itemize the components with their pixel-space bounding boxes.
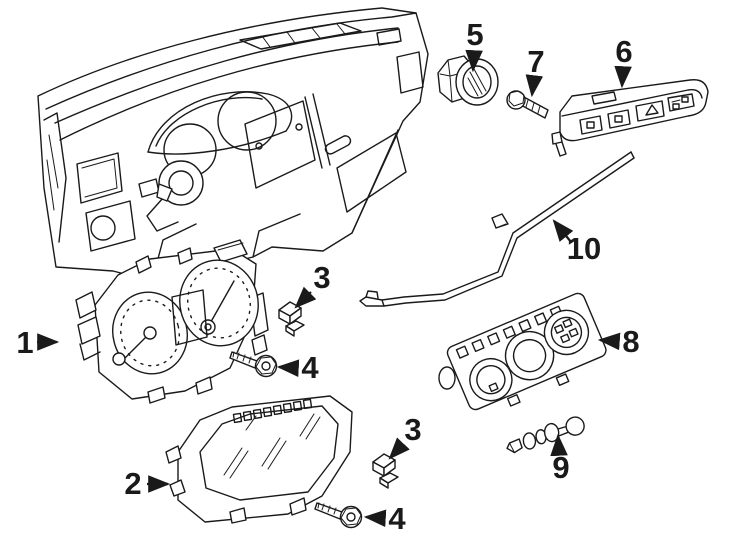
switch-buttons xyxy=(579,93,695,135)
callout-9-arrow xyxy=(550,433,568,457)
reinforcement-rod-part xyxy=(359,151,635,307)
callout-4-upper-label: 4 xyxy=(301,350,319,385)
damper-pin-part xyxy=(506,416,585,454)
callout-3-upper: 3 xyxy=(294,260,331,309)
display-screen xyxy=(199,405,339,501)
steering-column xyxy=(138,160,204,232)
callout-7-label: 7 xyxy=(527,44,544,79)
mounting-screw-lower-part xyxy=(314,502,363,529)
callout-5: 5 xyxy=(465,17,484,73)
callout-4-lower-arrow xyxy=(363,509,387,528)
climate-control-part xyxy=(438,292,607,411)
callout-9: 9 xyxy=(550,433,570,485)
switch-panel-part xyxy=(551,79,709,157)
callout-7: 7 xyxy=(525,44,545,98)
callout-10-arrow xyxy=(552,219,574,243)
callout-2: 2 xyxy=(124,466,171,501)
callout-4-lower: 4 xyxy=(363,501,406,536)
callout-6-label: 6 xyxy=(615,34,632,69)
callout-1-label: 1 xyxy=(16,325,33,360)
callout-8-label: 8 xyxy=(622,324,639,359)
callout-7-arrow xyxy=(525,74,544,98)
callout-2-label: 2 xyxy=(124,466,141,501)
retainer-clip-upper-part xyxy=(278,301,305,337)
hazard-triangle-icon xyxy=(645,104,659,116)
right-gauge xyxy=(179,259,259,347)
instrument-cluster-part xyxy=(75,239,269,404)
callout-10: 10 xyxy=(552,219,601,266)
mounting-screw-upper-part xyxy=(229,351,278,378)
display-cluster-part xyxy=(165,395,353,524)
callout-4-upper-arrow xyxy=(276,359,300,377)
callout-1: 1 xyxy=(16,325,60,360)
callout-3-lower-label: 3 xyxy=(404,412,421,447)
bolt-part xyxy=(506,90,549,119)
callout-3-lower-arrow xyxy=(388,437,410,460)
callout-5-label: 5 xyxy=(466,17,483,52)
callout-4-lower-label: 4 xyxy=(388,501,406,536)
callout-8-arrow xyxy=(597,332,621,351)
callout-8: 8 xyxy=(597,324,640,359)
headlamp-switch-part xyxy=(437,55,499,106)
callout-9-label: 9 xyxy=(552,450,569,485)
climate-left-knob xyxy=(469,357,513,402)
callouts: 1 2 3 4 3 4 5 6 xyxy=(16,17,639,536)
callout-6-arrow xyxy=(614,65,632,89)
climate-top-buttons xyxy=(455,305,563,359)
instrument-panel-drawing xyxy=(37,7,429,282)
callout-3-upper-arrow xyxy=(294,286,317,309)
callout-4-upper: 4 xyxy=(276,350,319,385)
left-gauge xyxy=(112,291,188,375)
cluster-center-screen xyxy=(171,289,208,346)
retainer-clip-lower-part xyxy=(372,453,399,489)
callout-10-label: 10 xyxy=(567,231,601,266)
defroster-vent xyxy=(239,22,362,50)
callout-6: 6 xyxy=(614,34,633,89)
callout-3-upper-label: 3 xyxy=(313,260,330,295)
callout-5-arrow xyxy=(465,49,483,73)
callout-3-lower: 3 xyxy=(388,412,422,460)
